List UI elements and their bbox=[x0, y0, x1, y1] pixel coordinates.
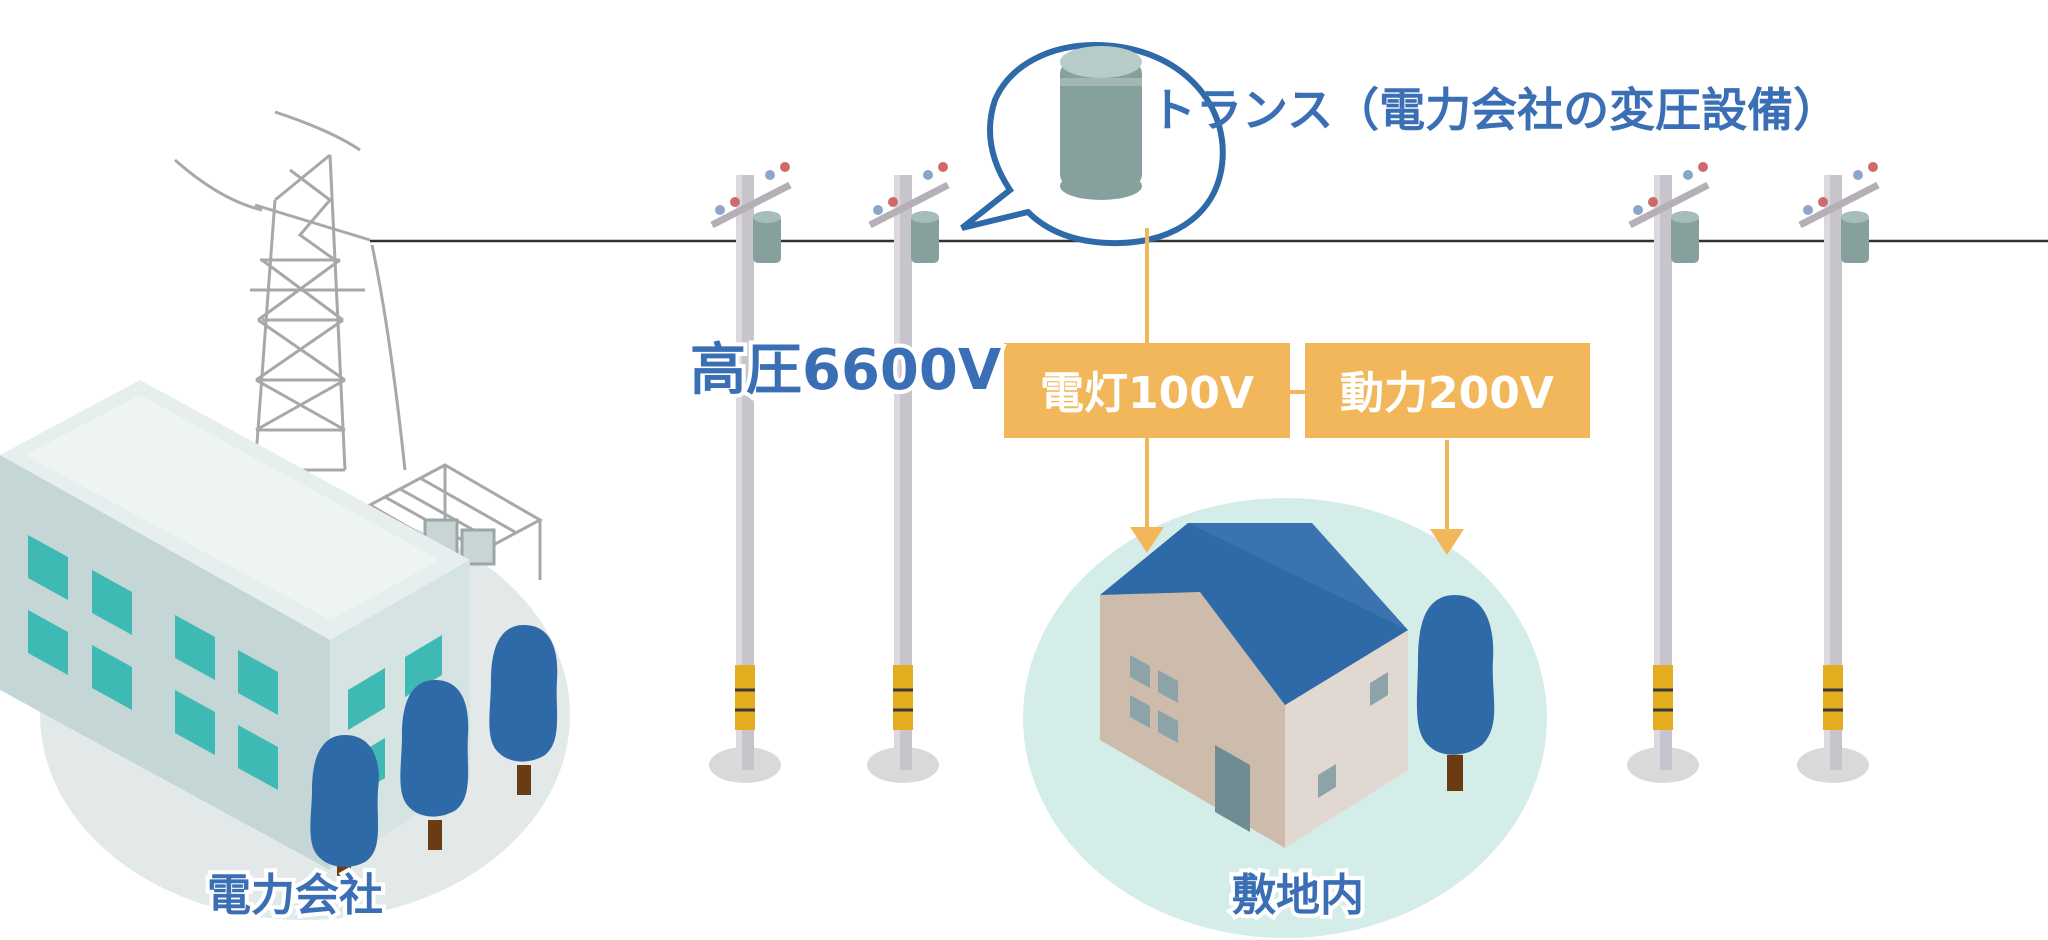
lighting-voltage-label: 電灯100V bbox=[1040, 368, 1254, 419]
pole-transformer-icon bbox=[1060, 46, 1142, 200]
utility-pole bbox=[1627, 162, 1710, 783]
power-arrowhead bbox=[1430, 529, 1464, 555]
tree-icon bbox=[400, 680, 469, 850]
lighting-label-box bbox=[1004, 343, 1290, 438]
lighting-arrowhead bbox=[1130, 527, 1164, 553]
power-voltage-label: 動力200V bbox=[1340, 368, 1554, 419]
utility-pole bbox=[709, 162, 792, 783]
house-icon bbox=[1100, 523, 1408, 848]
transformer-callout-bubble bbox=[960, 41, 1226, 247]
tree-icon bbox=[1416, 595, 1495, 791]
high-voltage-label: 高圧6600V bbox=[690, 338, 1002, 403]
transmission-tower-icon bbox=[174, 110, 407, 472]
power-company-label: 電力会社 bbox=[207, 870, 383, 921]
power-label-box bbox=[1305, 343, 1590, 438]
transformer-label: トランス（電力会社の変圧設備） bbox=[1150, 83, 1839, 137]
tree-icon bbox=[489, 625, 558, 795]
tree-icon bbox=[310, 735, 379, 883]
premises-label: 敷地内 bbox=[1232, 870, 1364, 921]
utility-pole bbox=[1797, 162, 1880, 783]
utility-pole bbox=[867, 162, 950, 783]
